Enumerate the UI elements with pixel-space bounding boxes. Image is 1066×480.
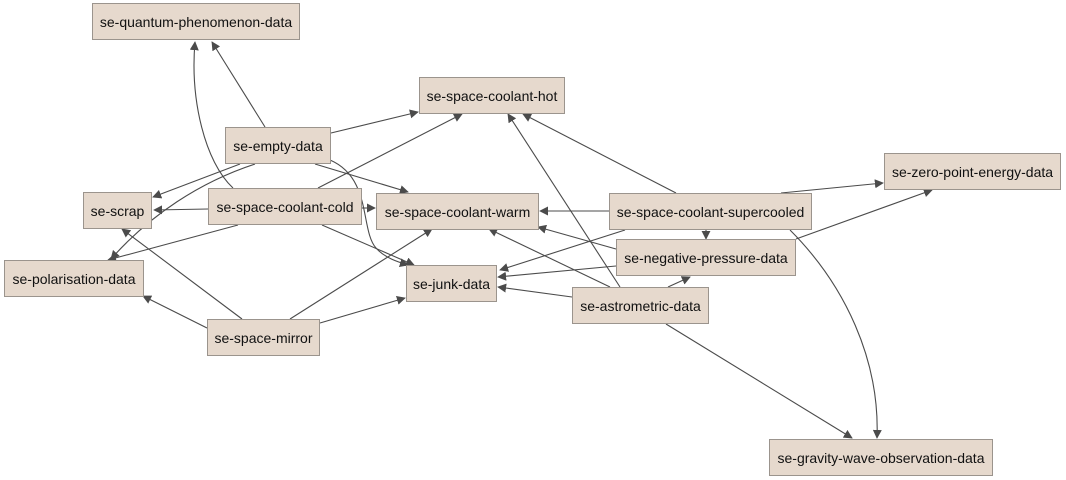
edge-empty-junk [329, 159, 409, 267]
edge-astrometric-hot [507, 113, 621, 288]
node-junk-data[interactable]: se-junk-data [406, 265, 497, 302]
node-space-coolant-cold[interactable]: se-space-coolant-cold [208, 188, 362, 225]
edge-cold-quantum [189, 41, 234, 189]
edge-negative-warm [537, 224, 617, 250]
edge-empty-quantum [211, 41, 266, 128]
node-space-mirror[interactable]: se-space-mirror [207, 319, 320, 356]
node-gravity-wave-observation-data[interactable]: se-gravity-wave-observation-data [769, 439, 993, 476]
edge-cold-junk [321, 224, 415, 266]
node-astrometric-data[interactable]: se-astrometric-data [572, 287, 709, 324]
edge-astrometric-negative [667, 276, 691, 288]
node-zero-point-energy-data[interactable]: se-zero-point-energy-data [884, 153, 1061, 190]
edge-empty-polarisation [110, 163, 256, 260]
node-scrap[interactable]: se-scrap [83, 192, 152, 229]
edge-cold-polarisation [107, 224, 239, 263]
node-space-coolant-supercooled[interactable]: se-space-coolant-supercooled [609, 193, 812, 230]
edge-empty-hot [330, 109, 419, 134]
edge-supercooled-hot [522, 113, 677, 194]
edge-supercooled-gravity [789, 229, 882, 439]
edge-cold-scrap [153, 205, 209, 215]
edge-astrometric-gravity [665, 323, 853, 439]
edge-negative-junk [497, 265, 617, 281]
edge-supercooled-junk [499, 229, 626, 272]
edge-empty-scrap [152, 163, 241, 199]
edge-negative-zero [795, 188, 933, 240]
edge-mirror-warm [289, 228, 433, 320]
edge-astrometric-warm [488, 228, 611, 288]
edge-empty-warm [314, 163, 409, 194]
edge-cold-hot [317, 113, 463, 189]
edge-supercooled-zero [780, 179, 884, 194]
node-quantum-phenomenon-data[interactable]: se-quantum-phenomenon-data [92, 3, 300, 40]
edge-mirror-polarisation [142, 295, 208, 329]
edge-mirror-junk [319, 295, 406, 324]
node-space-coolant-warm[interactable]: se-space-coolant-warm [376, 193, 539, 230]
edge-astrometric-junk [497, 283, 573, 298]
edge-mirror-scrap [121, 228, 243, 320]
node-empty-data[interactable]: se-empty-data [225, 127, 331, 164]
node-space-coolant-hot[interactable]: se-space-coolant-hot [419, 77, 565, 114]
node-negative-pressure-data[interactable]: se-negative-pressure-data [616, 239, 796, 276]
node-polarisation-data[interactable]: se-polarisation-data [4, 260, 144, 297]
